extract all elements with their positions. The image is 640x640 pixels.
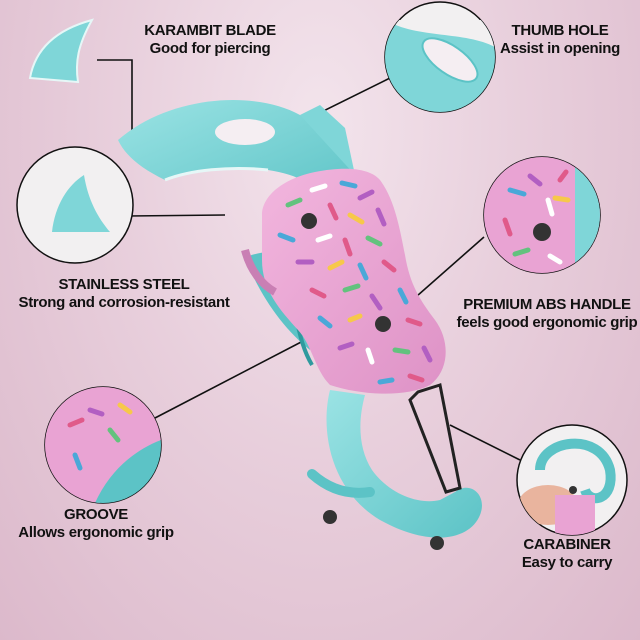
connector-blade <box>97 59 133 150</box>
sprinkles <box>277 180 433 385</box>
callout-title: GROOVE <box>63 506 129 523</box>
callout-description: feels good ergonomic grip <box>456 314 638 331</box>
rivet-bottom-1 <box>323 510 337 524</box>
connector-steel <box>127 214 226 217</box>
clip-wire <box>408 383 462 494</box>
callout-title: THUMB HOLE <box>511 22 609 39</box>
connector-carab <box>449 424 521 461</box>
callout-stainless-steel: STAINLESS STEEL Strong and corrosion-res… <box>6 276 242 312</box>
connector-groove <box>154 339 306 419</box>
pivot-screw-top <box>301 213 317 229</box>
callout-thumb-hole: THUMB HOLE Assist in opening <box>490 22 630 58</box>
closeup-abs-handle <box>483 156 601 274</box>
rivet-bottom-2 <box>430 536 444 550</box>
closeup-thumb-hole <box>384 1 496 113</box>
callout-description: Strong and corrosion-resistant <box>18 294 230 311</box>
carabiner-hook <box>307 383 482 550</box>
callout-carabiner: CARABINER Easy to carry <box>508 536 626 572</box>
thumb-hole <box>215 119 275 145</box>
callout-abs-handle: PREMIUM ABS HANDLE feels good ergonomic … <box>452 296 640 332</box>
callout-title: CARABINER <box>523 536 611 553</box>
callout-title: PREMIUM ABS HANDLE <box>463 296 631 313</box>
callout-description: Easy to carry <box>521 554 613 571</box>
closeup-stainless-steel <box>16 146 134 264</box>
closeup-carabiner <box>516 424 628 536</box>
closeup-groove <box>44 386 162 504</box>
blade-edge <box>164 166 269 182</box>
callout-groove: GROOVE Allows ergonomic grip <box>6 506 186 542</box>
callout-karambit-blade: KARAMBIT BLADE Good for piercing <box>140 22 280 58</box>
callout-title: STAINLESS STEEL <box>58 276 190 293</box>
callout-description: Good for piercing <box>149 40 271 57</box>
callout-description: Allows ergonomic grip <box>18 524 174 541</box>
closeup-blade <box>28 18 95 84</box>
knife-handle <box>241 168 446 394</box>
pivot-screw-middle <box>375 316 391 332</box>
callout-title: KARAMBIT BLADE <box>144 22 276 39</box>
callout-description: Assist in opening <box>500 40 620 57</box>
